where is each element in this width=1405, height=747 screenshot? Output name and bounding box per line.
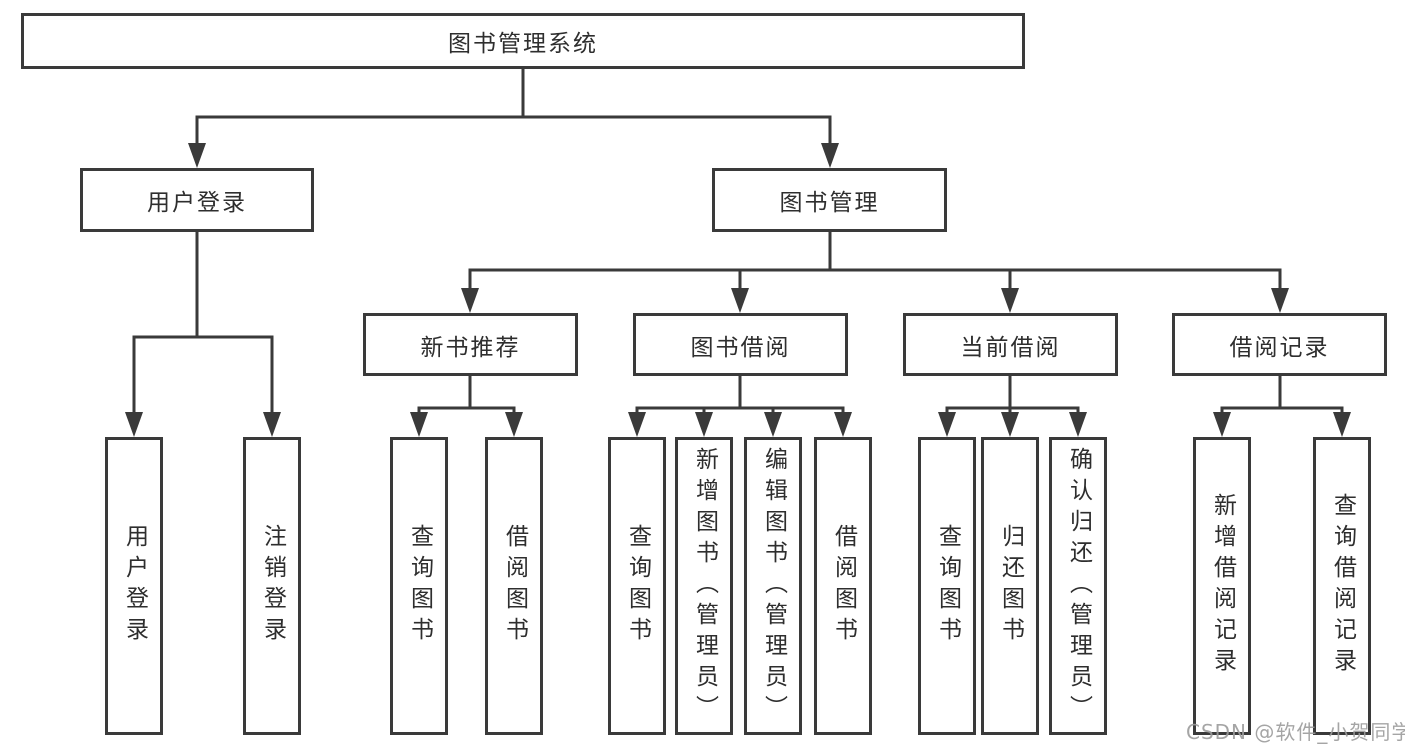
leaf-query-book-recommend: 查询图书	[390, 437, 448, 735]
leaf-query-book-borrow-label: 查询图书	[624, 524, 651, 648]
arrowhead	[731, 288, 749, 313]
leaf-edit-book-admin-label: 编辑图书（管理员）	[760, 446, 787, 726]
leaf-query-book-recommend-label: 查询图书	[406, 524, 433, 648]
arrowhead	[821, 143, 839, 168]
leaf-user-login: 用户登录	[105, 437, 163, 735]
node-user-login-label: 用户登录	[147, 190, 247, 216]
node-new-book-recommend: 新书推荐	[363, 313, 578, 376]
node-root-label: 图书管理系统	[448, 31, 598, 57]
arrowhead	[125, 412, 143, 437]
node-book-management-label: 图书管理	[779, 190, 880, 216]
leaf-logout-label: 注销登录	[259, 524, 286, 648]
arrowhead	[410, 412, 428, 437]
node-borrow-record-label: 借阅记录	[1229, 334, 1330, 361]
arrowhead	[1271, 288, 1289, 313]
connector-new-book-recommend-to-leaves	[410, 374, 523, 437]
connector-book-management-to-level3	[461, 230, 1289, 313]
node-book-management: 图书管理	[712, 168, 947, 232]
arrowhead	[188, 143, 206, 168]
leaf-add-borrow-record-label: 新增借阅记录	[1209, 493, 1236, 679]
arrowhead	[263, 412, 281, 437]
node-user-login: 用户登录	[80, 168, 314, 232]
arrowhead	[461, 288, 479, 313]
node-root: 图书管理系统	[21, 13, 1025, 69]
leaf-return-book: 归还图书	[981, 437, 1039, 735]
leaf-return-book-label: 归还图书	[997, 524, 1024, 648]
arrowhead	[1001, 412, 1019, 437]
node-borrow-record: 借阅记录	[1172, 313, 1387, 376]
leaf-query-current-borrow-label: 查询图书	[934, 524, 961, 648]
watermark: CSDN @软件_小贺同学	[1186, 720, 1405, 744]
leaf-confirm-return-admin: 确认归还（管理员）	[1049, 437, 1107, 735]
node-book-borrow-label: 图书借阅	[690, 334, 791, 361]
connector-root-to-level2	[188, 67, 839, 168]
arrowhead	[938, 412, 956, 437]
leaf-add-book-admin: 新增图书（管理员）	[675, 437, 733, 735]
leaf-logout: 注销登录	[243, 437, 301, 735]
leaf-confirm-return-admin-label: 确认归还（管理员）	[1065, 446, 1092, 726]
arrowhead	[628, 412, 646, 437]
leaf-borrow-book-recommend: 借阅图书	[485, 437, 543, 735]
leaf-borrow-book-label: 借阅图书	[830, 524, 857, 648]
leaf-query-borrow-record-label: 查询借阅记录	[1329, 493, 1356, 679]
leaf-query-borrow-record: 查询借阅记录	[1313, 437, 1371, 735]
arrowhead	[1069, 412, 1087, 437]
arrowhead	[1213, 412, 1231, 437]
leaf-user-login-label: 用户登录	[121, 524, 148, 648]
arrowhead	[695, 412, 713, 437]
leaf-borrow-book-recommend-label: 借阅图书	[501, 524, 528, 648]
connector-user-login-to-leaves	[125, 230, 281, 437]
arrowhead	[1001, 288, 1019, 313]
node-new-book-recommend-label: 新书推荐	[420, 334, 521, 361]
arrowhead	[505, 412, 523, 437]
node-current-borrow: 当前借阅	[903, 313, 1118, 376]
connector-book-borrow-to-leaves	[628, 374, 852, 437]
leaf-edit-book-admin: 编辑图书（管理员）	[744, 437, 802, 735]
leaf-query-current-borrow: 查询图书	[918, 437, 976, 735]
node-current-borrow-label: 当前借阅	[960, 334, 1061, 361]
leaf-add-book-admin-label: 新增图书（管理员）	[691, 446, 718, 726]
leaf-query-book-borrow: 查询图书	[608, 437, 666, 735]
connector-borrow-record-to-leaves	[1213, 374, 1351, 437]
connector-current-borrow-to-leaves	[938, 374, 1087, 437]
arrowhead	[1333, 412, 1351, 437]
node-book-borrow: 图书借阅	[633, 313, 848, 376]
arrowhead	[764, 412, 782, 437]
leaf-add-borrow-record: 新增借阅记录	[1193, 437, 1251, 735]
arrowhead	[834, 412, 852, 437]
leaf-borrow-book: 借阅图书	[814, 437, 872, 735]
